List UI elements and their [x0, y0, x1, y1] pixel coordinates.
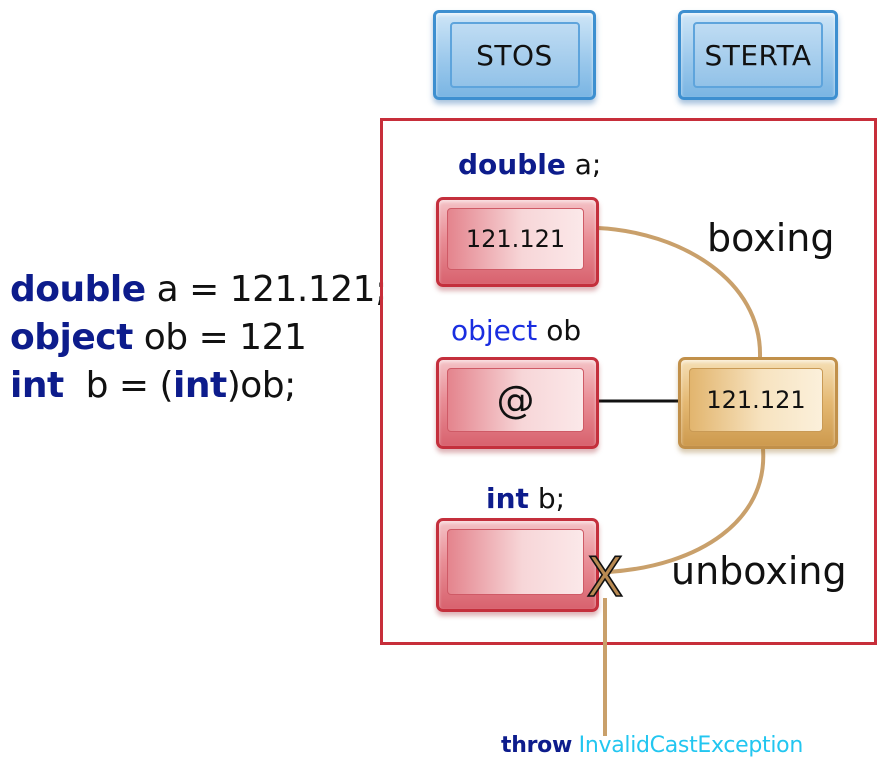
code-keyword: object	[10, 317, 133, 358]
code-keyword: int	[10, 365, 64, 406]
fail-marker-text: X	[587, 546, 624, 604]
variable-name: ob	[537, 314, 582, 347]
heap-box: 121.121	[678, 357, 838, 449]
code-line-1: double a = 121.121;	[10, 266, 387, 314]
code-text: b = (	[63, 365, 174, 406]
exception-text: throw InvalidCastException	[501, 733, 803, 758]
throw-keyword: throw	[501, 733, 572, 758]
exception-name: InvalidCastException	[571, 733, 804, 758]
stack-box-ob: @	[436, 357, 599, 449]
variable-label-ob: object ob	[451, 314, 581, 347]
heap-header-label: STERTA	[693, 22, 823, 88]
code-line-3: int b = (int)ob;	[10, 362, 387, 410]
code-text: )ob;	[226, 365, 297, 406]
code-line-2: object ob = 121	[10, 314, 387, 362]
memory-frame	[380, 118, 877, 645]
stack-header-label: STOS	[449, 22, 580, 88]
code-block: double a = 121.121; object ob = 121 int …	[10, 266, 387, 410]
heap-header-box: STERTA	[678, 10, 838, 100]
type-keyword: int	[486, 482, 529, 515]
stack-box-b	[436, 518, 599, 612]
code-text: ob = 121	[132, 317, 307, 358]
variable-label-b: int b;	[486, 482, 565, 515]
stack-box-a: 121.121	[436, 197, 599, 287]
boxing-label: boxing	[707, 216, 835, 260]
variable-label-a: double a;	[458, 148, 601, 181]
stack-value-a: 121.121	[447, 208, 584, 270]
type-keyword: double	[458, 148, 566, 181]
code-keyword: double	[10, 269, 146, 310]
stack-value-b	[447, 529, 584, 595]
variable-name: a;	[565, 148, 602, 181]
code-cast-keyword: int	[173, 365, 227, 406]
fail-x-icon: X	[586, 545, 625, 604]
stack-header-box: STOS	[433, 10, 596, 100]
code-text: a = 121.121;	[145, 269, 388, 310]
stack-value-ob: @	[447, 368, 584, 432]
type-keyword: object	[451, 314, 538, 347]
unboxing-label: unboxing	[671, 549, 847, 593]
variable-name: b;	[528, 482, 566, 515]
heap-value: 121.121	[689, 368, 823, 432]
